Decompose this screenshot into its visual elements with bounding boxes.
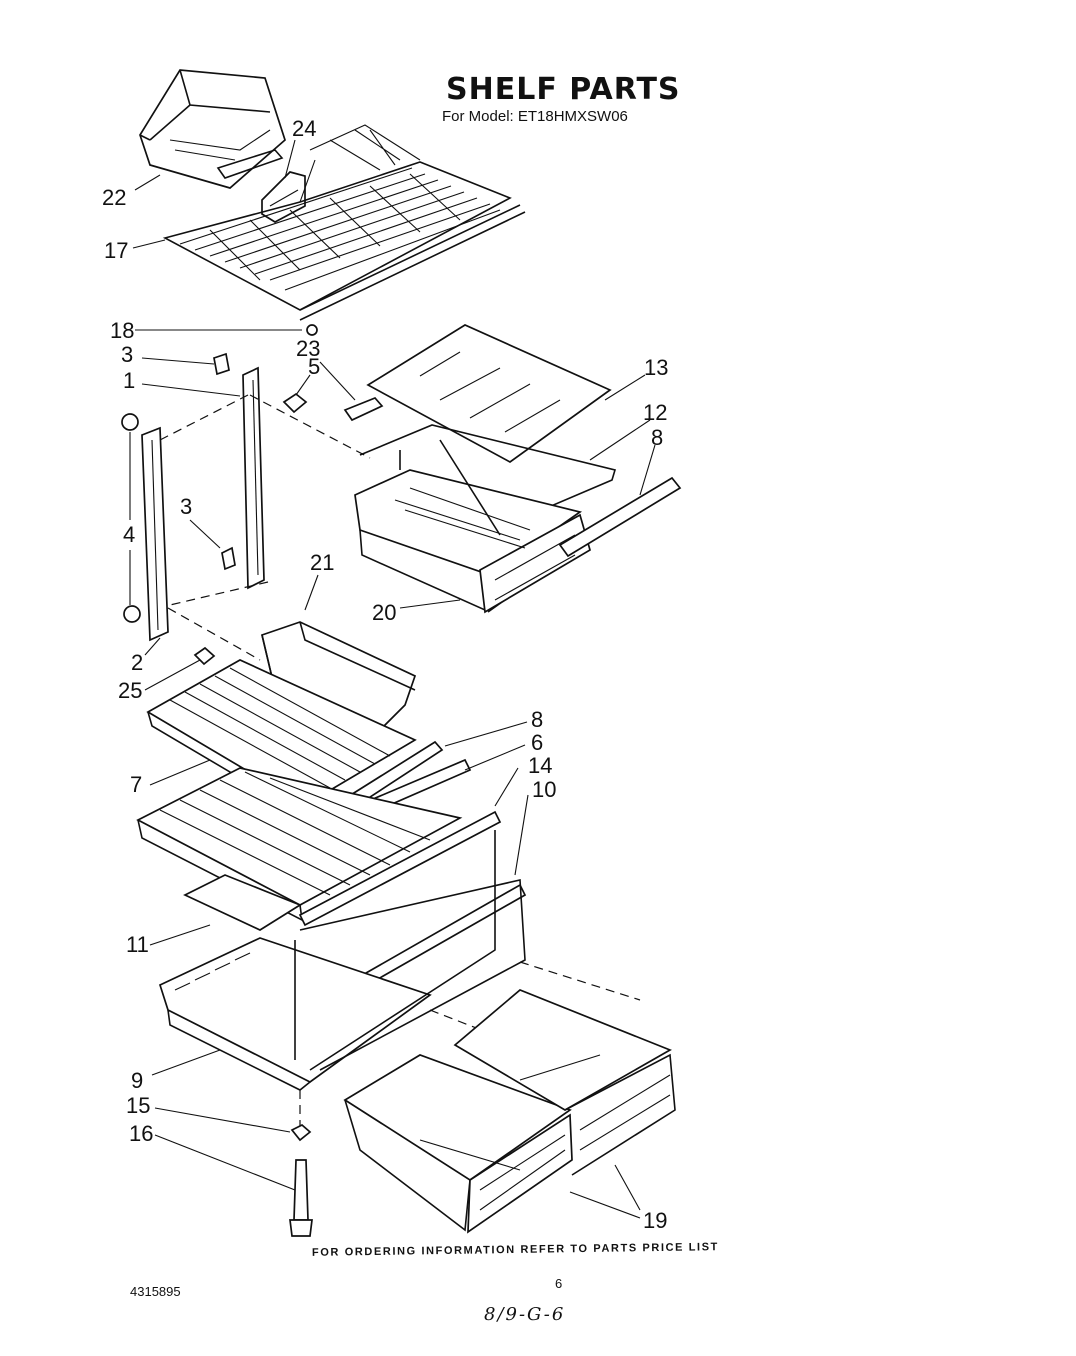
part-19-crisper-left [343, 1054, 573, 1234]
callout-16: 16 [129, 1121, 153, 1146]
part-23-trim [343, 396, 384, 422]
part-16-leveler [289, 1159, 313, 1237]
callout-22: 22 [102, 185, 126, 210]
callout-13: 13 [644, 355, 668, 380]
model-subtitle: For Model: ET18HMXSW06 [442, 108, 628, 125]
callout-10: 10 [532, 777, 556, 802]
callout-19: 19 [643, 1208, 667, 1233]
callout-21: 21 [310, 550, 334, 575]
part-22-bin [139, 69, 286, 189]
callout-20: 20 [372, 600, 396, 625]
callout-9: 9 [131, 1068, 143, 1093]
callout-6: 6 [531, 730, 543, 755]
page-number: 6 [555, 1276, 563, 1291]
part-4-caps [121, 413, 141, 623]
document-number: 4315895 [130, 1284, 181, 1299]
part-8-rail-top [558, 476, 682, 558]
part-11-glass [183, 874, 302, 931]
part-1-upright [242, 366, 265, 590]
callout-1: 1 [123, 368, 135, 393]
part-18-rail-end [306, 324, 318, 336]
part-20-drawer [354, 424, 617, 614]
handwritten-annotation: 8/9-G-6 [484, 1304, 566, 1325]
callout-12: 12 [643, 400, 667, 425]
part-2-upright [141, 426, 169, 642]
callout-5: 5 [308, 354, 320, 379]
callout-7: 7 [130, 772, 142, 797]
callout-23: 23 [296, 336, 320, 361]
callout-4: 4 [123, 522, 135, 547]
part-5-screw [282, 392, 308, 414]
callout-labels: 22 24 17 18 23 3 5 1 13 12 8 4 3 21 20 2… [102, 116, 668, 1233]
callout-17: 17 [104, 238, 128, 263]
callout-2: 2 [131, 650, 143, 675]
callout-11: 11 [126, 932, 149, 957]
callout-14: 14 [528, 753, 552, 778]
part-9-frame [158, 830, 526, 1091]
leader-lines [129, 139, 656, 1219]
callout-8-upper: 8 [651, 425, 663, 450]
callout-8-lower: 8 [531, 707, 543, 732]
part-19-crisper-right [453, 989, 676, 1176]
callout-3-upper: 3 [121, 342, 133, 367]
callout-18: 18 [110, 318, 134, 343]
callout-3-lower: 3 [180, 494, 192, 519]
callout-15: 15 [126, 1093, 150, 1118]
callout-25: 25 [118, 678, 142, 703]
part-13-glass-shelf [366, 324, 612, 464]
part-17-wire-shelf [162, 124, 526, 321]
page-title: SHELF PARTS [446, 72, 681, 107]
part-15-cap [290, 1123, 312, 1142]
part-3-clips [213, 352, 236, 571]
part-25-screw [193, 646, 216, 666]
callout-24: 24 [292, 116, 316, 141]
